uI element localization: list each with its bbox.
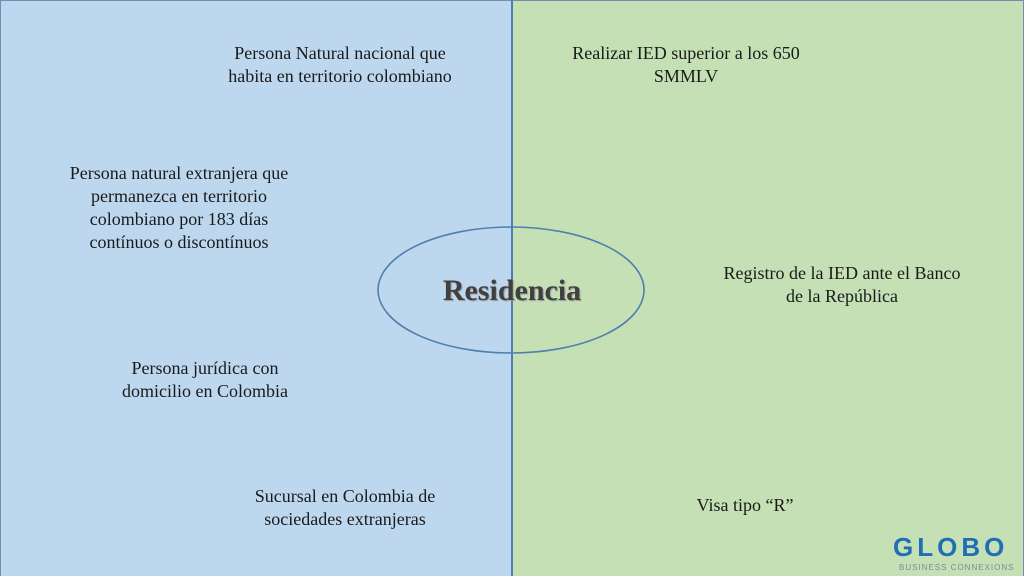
right-item-ied-superior: Realizar IED superior a los 650 SMMLV [572, 43, 800, 86]
right-item-visa-tipo-r: Visa tipo “R” [696, 495, 794, 515]
left-item-persona-natural-nacional: Persona Natural nacional que habita en t… [228, 43, 452, 86]
globo-logo: GLOBO BUSINESS CONNEXIONS [893, 532, 1021, 576]
right-item-registro-ied: Registro de la IED ante el Banco de la R… [723, 263, 961, 306]
left-panel [0, 0, 512, 576]
left-item-sucursal: Sucursal en Colombia de sociedades extra… [254, 486, 436, 529]
center-divider [511, 0, 513, 576]
logo-sub-text: BUSINESS CONNEXIONS [899, 563, 1015, 572]
logo-main-text: GLOBO [893, 532, 1009, 562]
residencia-label: Residencia [442, 274, 582, 307]
right-panel [512, 0, 1024, 576]
left-item-persona-juridica: Persona jurídica con domicilio en Colomb… [122, 358, 288, 401]
left-item-persona-natural-extranjera: Persona natural extranjera que permanezc… [69, 163, 289, 252]
